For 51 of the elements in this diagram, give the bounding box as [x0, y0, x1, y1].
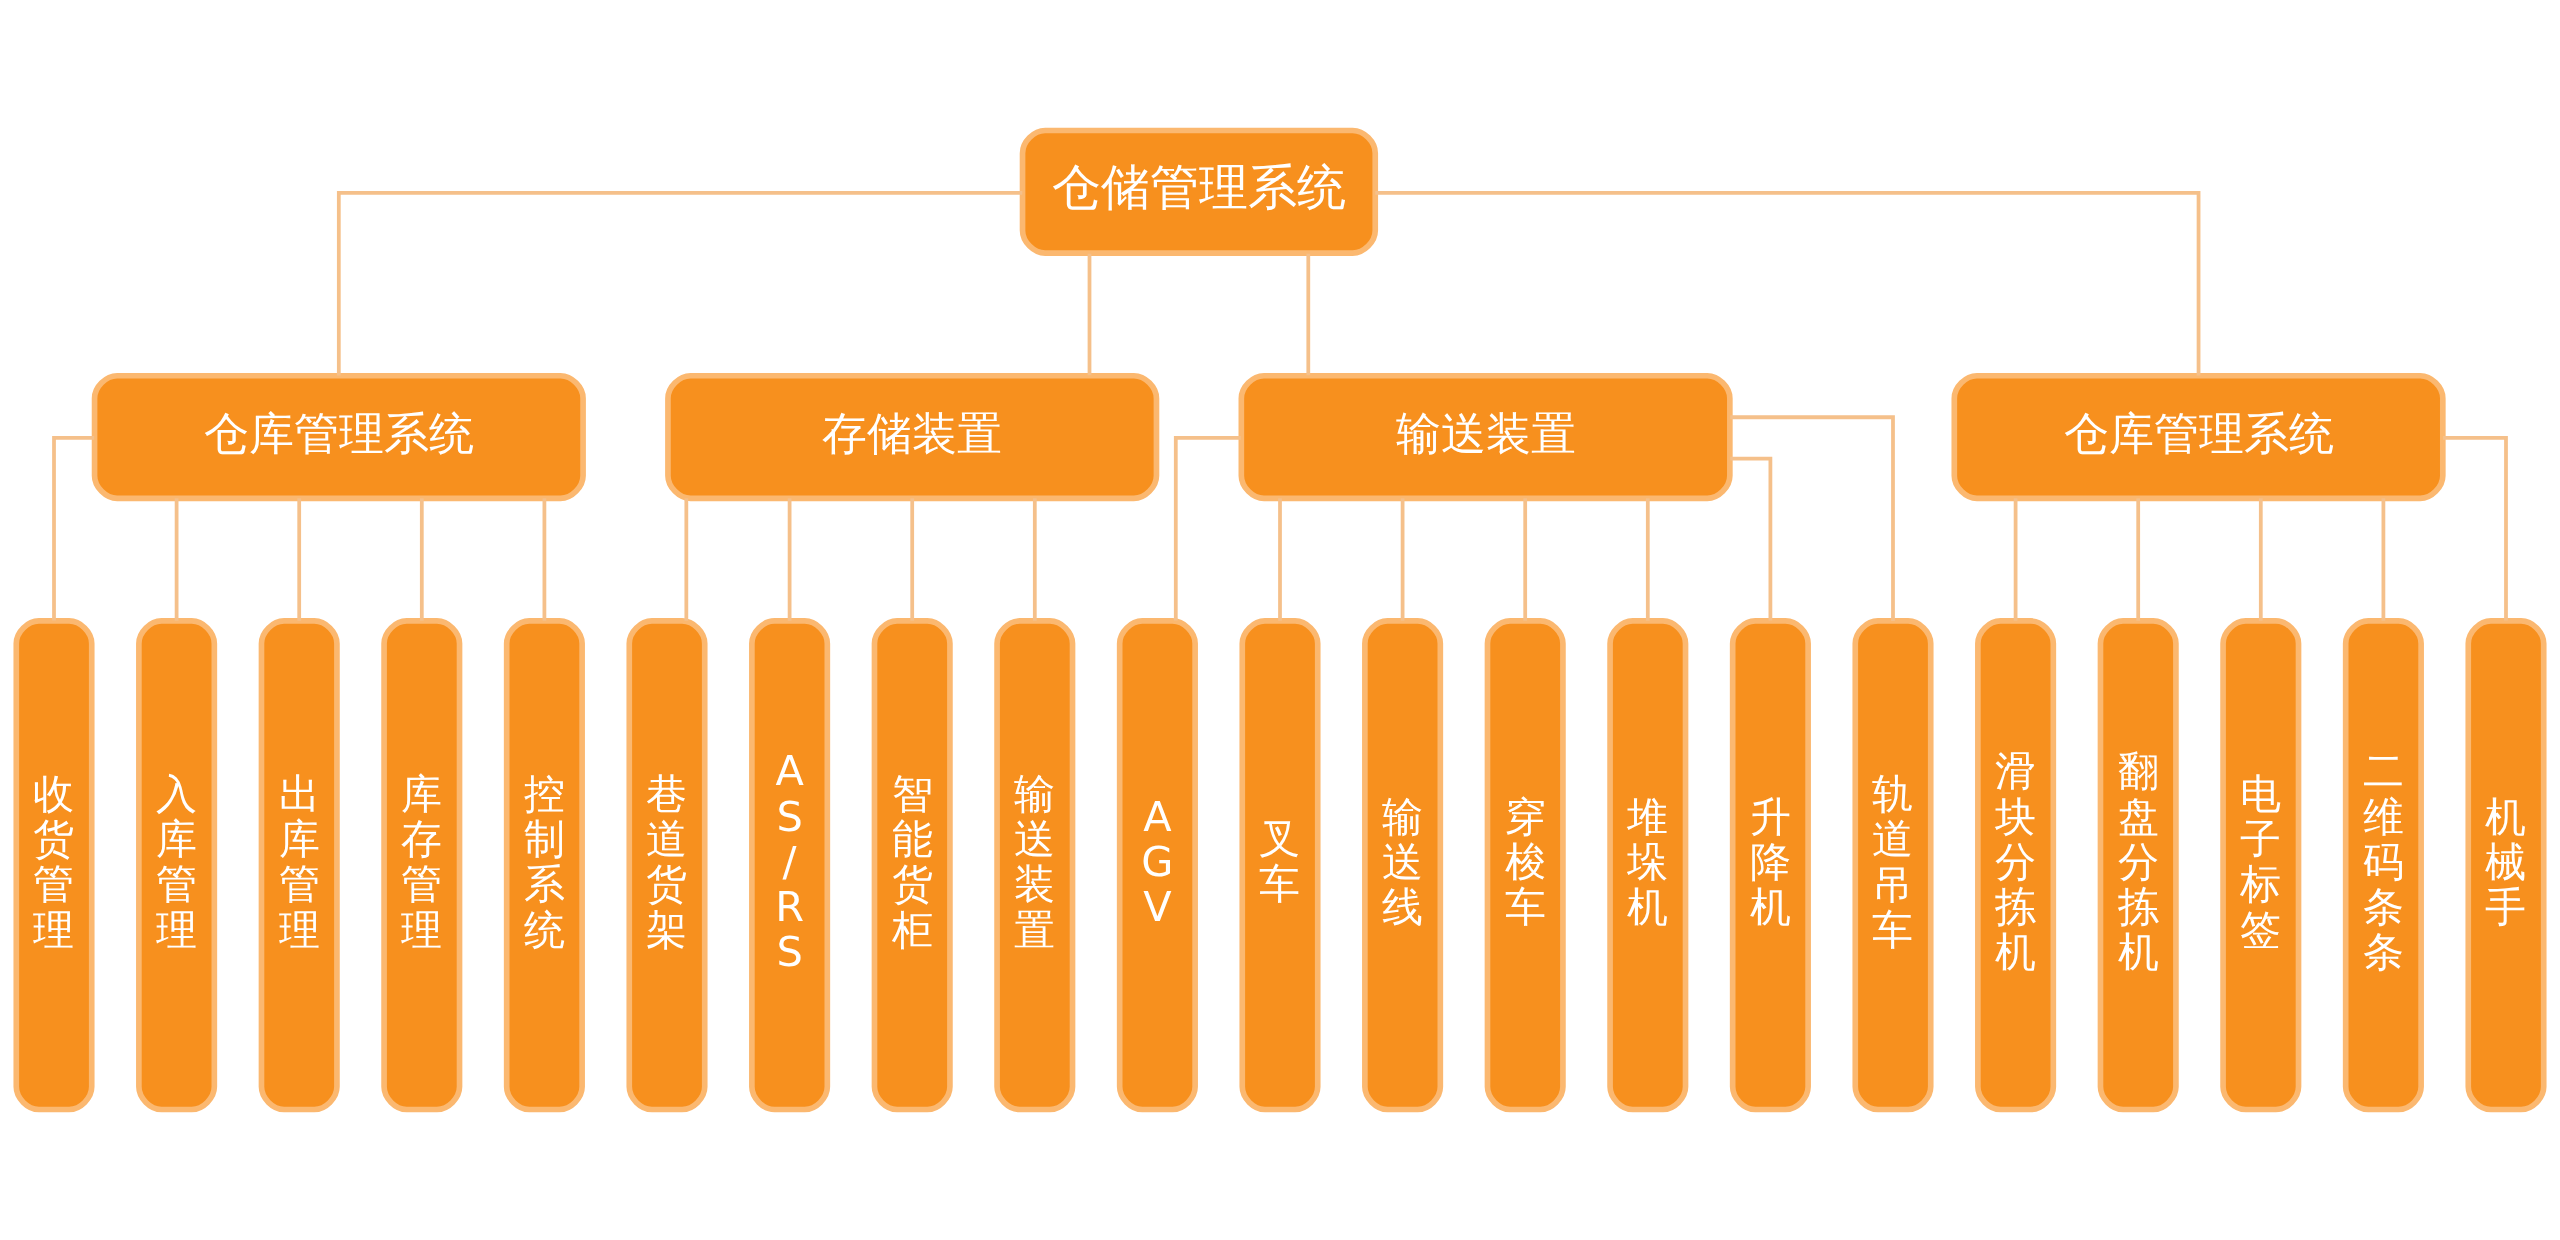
node-box: 库存管理: [381, 618, 463, 1113]
connector: [336, 190, 1023, 376]
connector: [419, 498, 424, 621]
connector: [2013, 498, 2018, 621]
connector: [1173, 436, 1241, 621]
connector: [52, 436, 95, 621]
connector: [1306, 253, 1311, 376]
node-box: 滑块分拣机: [1975, 618, 2057, 1113]
node-box: 输送装置: [994, 618, 1076, 1113]
connector: [1645, 498, 1650, 621]
node-box: 控制系统: [503, 618, 585, 1113]
connector: [787, 498, 792, 621]
connector: [1032, 498, 1037, 621]
node-box: 巷道货架: [626, 618, 708, 1113]
connector: [1087, 253, 1092, 376]
connector: [1730, 415, 1895, 621]
connector: [910, 498, 915, 621]
node-box: 收货管理: [13, 618, 95, 1113]
connector: [1523, 498, 1528, 621]
node-box: 机械手: [2465, 618, 2547, 1113]
connector: [1278, 498, 1282, 621]
node-box: 输送装置: [1238, 372, 1733, 502]
node-box: 智能货柜: [871, 618, 953, 1113]
node-box: 仓库管理系统: [91, 372, 586, 502]
node-box: 轨道吊车: [1852, 618, 1934, 1113]
node-box: AS/RS: [749, 618, 831, 1113]
node-box: 电子标签: [2220, 618, 2302, 1113]
node-box: 翻盘分拣机: [2097, 618, 2179, 1113]
connector: [684, 498, 689, 621]
connector: [1400, 498, 1405, 621]
node-box: 堆垛机: [1607, 618, 1689, 1113]
node-box: 叉车: [1239, 618, 1321, 1113]
node-box: AGV: [1116, 618, 1198, 1113]
node-box: 升降机: [1729, 618, 1811, 1113]
connector: [1730, 456, 1773, 621]
connector: [2381, 498, 2386, 621]
connector: [542, 498, 547, 621]
node-box: 仓储管理系统: [1019, 127, 1379, 256]
connector: [174, 498, 179, 621]
node-box: 输送线: [1362, 618, 1444, 1113]
node-box: 穿梭车: [1484, 618, 1566, 1113]
node-box: 二维码条条: [2342, 618, 2424, 1113]
node-box: 仓库管理系统: [1951, 372, 2446, 502]
connector: [297, 498, 302, 621]
node-box: 存储装置: [665, 372, 1160, 502]
connector: [2258, 498, 2263, 621]
connector: [2443, 436, 2508, 621]
connector: [1375, 190, 2201, 376]
connector: [2136, 498, 2141, 621]
node-box: 出库管理: [258, 618, 340, 1113]
node-box: 入库管理: [136, 618, 218, 1113]
